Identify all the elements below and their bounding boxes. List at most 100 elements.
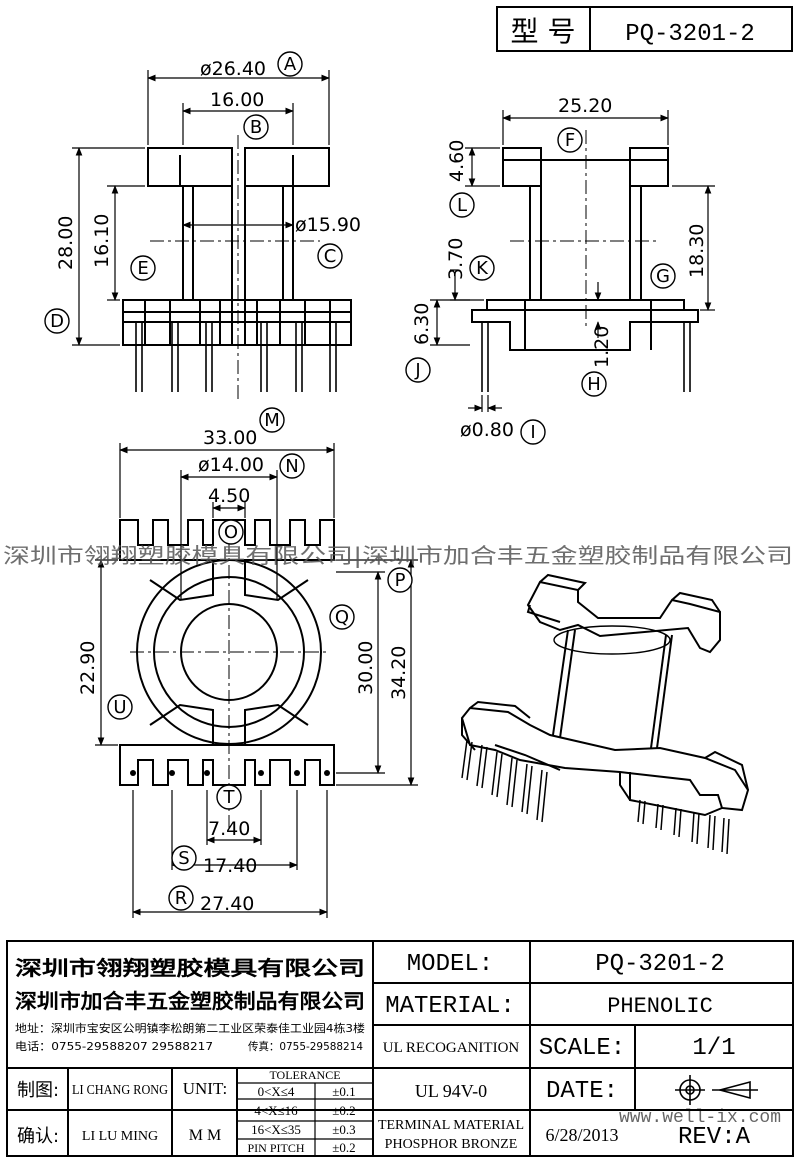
- svg-text:E: E: [137, 258, 148, 279]
- title-block-text: 深圳市翎翔塑胶模具有限公司 深圳市加合丰五金塑胶制品有限公司 地址：深圳市宝安区…: [15, 951, 758, 1155]
- callout-e: E: [130, 255, 156, 281]
- dim-base-height: 6.30: [411, 303, 433, 345]
- isometric-view: [460, 573, 750, 855]
- callout-o: O: [218, 519, 244, 545]
- date-value: 6/28/2013: [545, 1125, 618, 1145]
- svg-text:H: H: [587, 374, 601, 395]
- callout-h: H: [581, 371, 607, 397]
- unit-label: UNIT:: [183, 1079, 227, 1098]
- dim-bottom-step: 3.70: [445, 238, 467, 280]
- dim-width-16: 16.00: [210, 89, 264, 111]
- callout-b: B: [243, 114, 269, 140]
- svg-text:U: U: [113, 697, 126, 718]
- tol-value-4: ±0.2: [332, 1140, 355, 1155]
- svg-text:A: A: [284, 54, 297, 75]
- dim-core-height: 22.90: [77, 641, 99, 695]
- callout-q: Q: [329, 604, 355, 630]
- callout-m: M: [259, 407, 285, 433]
- svg-text:G: G: [656, 266, 670, 287]
- dim-height-16-10: 16.10: [91, 214, 113, 268]
- terminal-line-2: PHOSPHOR BRONZE: [385, 1137, 518, 1152]
- callout-p: P: [387, 567, 413, 593]
- callout-a: A: [277, 51, 303, 77]
- material-value: PHENOLIC: [607, 994, 713, 1019]
- tol-value-1: ±0.1: [332, 1084, 355, 1099]
- callout-g: G: [650, 263, 676, 289]
- svg-text:D: D: [50, 311, 64, 332]
- front-view-labels: ø26.40 16.00 ø15.90 28.00 16.10: [55, 58, 361, 270]
- svg-text:B: B: [250, 117, 262, 138]
- callout-t: T: [216, 784, 242, 810]
- dim-core-diameter: ø14.00: [198, 454, 264, 476]
- svg-text:C: C: [324, 246, 337, 267]
- svg-text:N: N: [285, 456, 298, 477]
- site-watermark: www.well-ix.com: [619, 1108, 781, 1128]
- date-label: DATE:: [546, 1078, 618, 1105]
- model-label: MODEL:: [407, 951, 493, 978]
- dim-pin-diameter: ø0.80: [460, 419, 514, 441]
- dim-pin-span-outer: 27.40: [200, 893, 254, 915]
- callout-r: R: [168, 885, 194, 911]
- dim-overall-height: 34.20: [388, 646, 410, 700]
- dim-height-18-30: 18.30: [686, 224, 708, 278]
- svg-text:T: T: [223, 787, 236, 808]
- header-label: 型 号: [511, 15, 576, 48]
- svg-text:F: F: [565, 130, 575, 151]
- dim-height-28: 28.00: [55, 216, 77, 270]
- tol-range-3: 16<X≤35: [251, 1122, 301, 1137]
- side-view: [430, 110, 715, 412]
- svg-text:L: L: [457, 195, 467, 216]
- callout-i: I: [520, 419, 546, 445]
- callout-d: D: [44, 308, 70, 334]
- material-label: MATERIAL:: [385, 993, 515, 1020]
- callout-u: U: [107, 694, 133, 720]
- callout-n: N: [279, 453, 305, 479]
- dim-slot-width: 4.50: [208, 485, 250, 507]
- watermark-text: 深圳市翎翔塑胶模具有限公司|深圳市加合丰五金塑胶制品有限公司: [3, 544, 793, 569]
- svg-text:S: S: [178, 848, 189, 869]
- svg-text:Q: Q: [335, 607, 349, 628]
- callout-l: L: [449, 192, 475, 218]
- callout-k: K: [469, 255, 495, 281]
- svg-text:I: I: [530, 422, 535, 443]
- rev-label: REV:A: [678, 1124, 751, 1151]
- dim-pin-span: 17.40: [203, 855, 257, 877]
- watermark: 深圳市翎翔塑胶模具有限公司|深圳市加合丰五金塑胶制品有限公司: [3, 544, 793, 569]
- company-2: 深圳市加合丰五金塑胶制品有限公司: [15, 989, 365, 1013]
- callout-j: J: [405, 357, 431, 383]
- dim-pin-offset: 1.20: [591, 326, 613, 368]
- unit-value: M M: [189, 1127, 221, 1144]
- bottom-view-labels: 33.00 ø14.00 4.50 22.90 30.00 34.20 7.40…: [77, 427, 410, 915]
- model-value: PQ-3201-2: [595, 951, 725, 978]
- svg-text:O: O: [224, 522, 238, 543]
- bottom-view: [95, 443, 418, 918]
- svg-text:M: M: [264, 410, 280, 431]
- callout-letters: A B C D E F G H I J K L M N O P Q R S T …: [44, 51, 676, 911]
- side-view-labels: 25.20 4.60 3.70 18.30 6.30 1.20 ø0.80: [411, 95, 708, 441]
- tol-range-4: PIN PITCH: [247, 1141, 304, 1155]
- callout-c: C: [317, 243, 343, 269]
- svg-text:J: J: [414, 360, 420, 381]
- dim-outer-diameter: ø26.40: [200, 58, 266, 80]
- phone: 电话：0755-29588207 29588217: [15, 1040, 213, 1053]
- svg-text:R: R: [175, 888, 188, 909]
- dim-body-height: 30.00: [355, 641, 377, 695]
- company-1: 深圳市翎翔塑胶模具有限公司: [15, 956, 365, 980]
- dim-width-25-20: 25.20: [558, 95, 612, 117]
- drawn-label: 制图:: [17, 1080, 59, 1101]
- ul-label: UL RECOGANITION: [383, 1040, 520, 1056]
- header-model: PQ-3201-2: [625, 21, 755, 48]
- svg-text:K: K: [476, 258, 489, 279]
- front-view: [72, 70, 352, 400]
- dim-inner-diameter: ø15.90: [295, 214, 361, 236]
- checked-label: 确认:: [17, 1126, 59, 1147]
- checked-by: LI LU MING: [82, 1129, 158, 1144]
- title-block: [6, 940, 794, 1157]
- ul-value: UL 94V-0: [415, 1081, 487, 1101]
- scale-value: 1/1: [692, 1035, 735, 1062]
- address: 地址：深圳市宝安区公明镇李松朗第二工业区荣泰佳工业园4栋3楼: [15, 1021, 365, 1035]
- callout-s: S: [171, 845, 197, 871]
- svg-text:P: P: [395, 570, 406, 591]
